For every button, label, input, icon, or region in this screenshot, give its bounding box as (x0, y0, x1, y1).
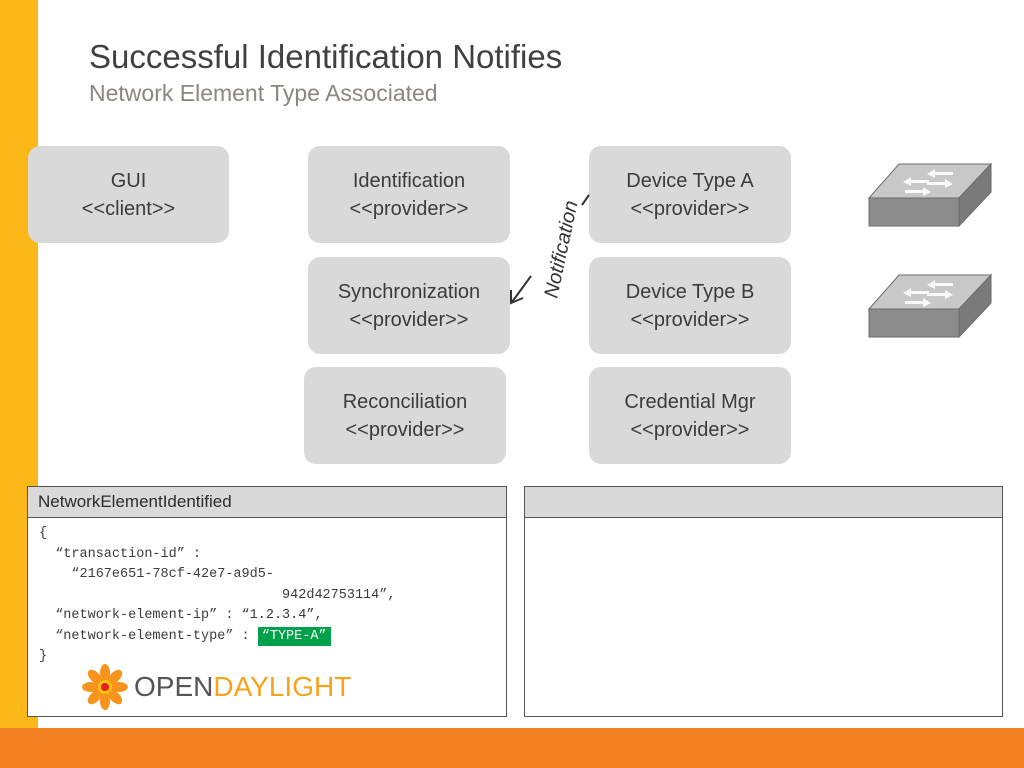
logo-wordmark: OPENDAYLIGHT (134, 671, 351, 703)
json-line: { (39, 526, 48, 541)
gui-name: GUI (110, 169, 147, 192)
json-line: } (39, 649, 48, 664)
synchronization-provider-box: Synchronization <<provider>> (308, 257, 510, 354)
json-payload: { “transaction-id” : “2167e651-78cf-42e7… (28, 518, 506, 668)
device-type-b-provider-box: Device Type B <<provider>> (589, 257, 791, 354)
device-type-b-name: Device Type B (625, 280, 755, 303)
device-type-b-role: <<provider>> (630, 308, 750, 331)
network-switch-icon (867, 162, 993, 228)
json-line: “network-element-ip” : “1.2.3.4”, (39, 608, 323, 623)
json-line: “2167e651-78cf-42e7-a9d5- (39, 567, 274, 582)
device-type-a-provider-box: Device Type A <<provider>> (589, 146, 791, 243)
slide-title: Successful Identification Notifies (89, 38, 563, 75)
identification-provider-box: Identification <<provider>> (308, 146, 510, 243)
reconciliation-role: <<provider>> (345, 418, 465, 441)
panel-header (525, 487, 1002, 518)
json-line: “transaction-id” : (39, 546, 202, 562)
reconciliation-name: Reconciliation (342, 390, 468, 413)
device-type-a-name: Device Type A (626, 169, 754, 192)
opendaylight-flower-icon (82, 664, 128, 710)
network-switch-icon (867, 273, 993, 339)
json-line: “network-element-type” : (39, 628, 258, 644)
device-type-a-role: <<provider>> (630, 197, 750, 220)
logo-open-text: OPEN (134, 671, 214, 702)
opendaylight-logo: OPENDAYLIGHT (80, 662, 351, 712)
credential-mgr-role: <<provider>> (630, 418, 750, 441)
credential-mgr-provider-box: Credential Mgr <<provider>> (589, 367, 791, 464)
json-line: 942d42753114”, (39, 587, 396, 603)
reconciliation-provider-box: Reconciliation <<provider>> (304, 367, 506, 464)
notification-arrow-icon (510, 194, 590, 305)
highlighted-type-value: “TYPE-A” (257, 626, 331, 646)
panel-header: NetworkElementIdentified (28, 487, 506, 518)
synchronization-name: Synchronization (337, 280, 481, 303)
identification-name: Identification (352, 169, 466, 192)
gui-client-box: GUI <<client>> (28, 146, 229, 243)
slide-subtitle: Network Element Type Associated (89, 80, 438, 106)
logo-daylight-text: DAYLIGHT (213, 671, 352, 702)
gui-role: <<client>> (81, 197, 176, 220)
bottom-accent-bar (0, 728, 1024, 768)
credential-mgr-name: Credential Mgr (624, 390, 756, 413)
empty-panel (524, 486, 1003, 717)
synchronization-role: <<provider>> (349, 308, 469, 331)
identification-role: <<provider>> (349, 197, 469, 220)
